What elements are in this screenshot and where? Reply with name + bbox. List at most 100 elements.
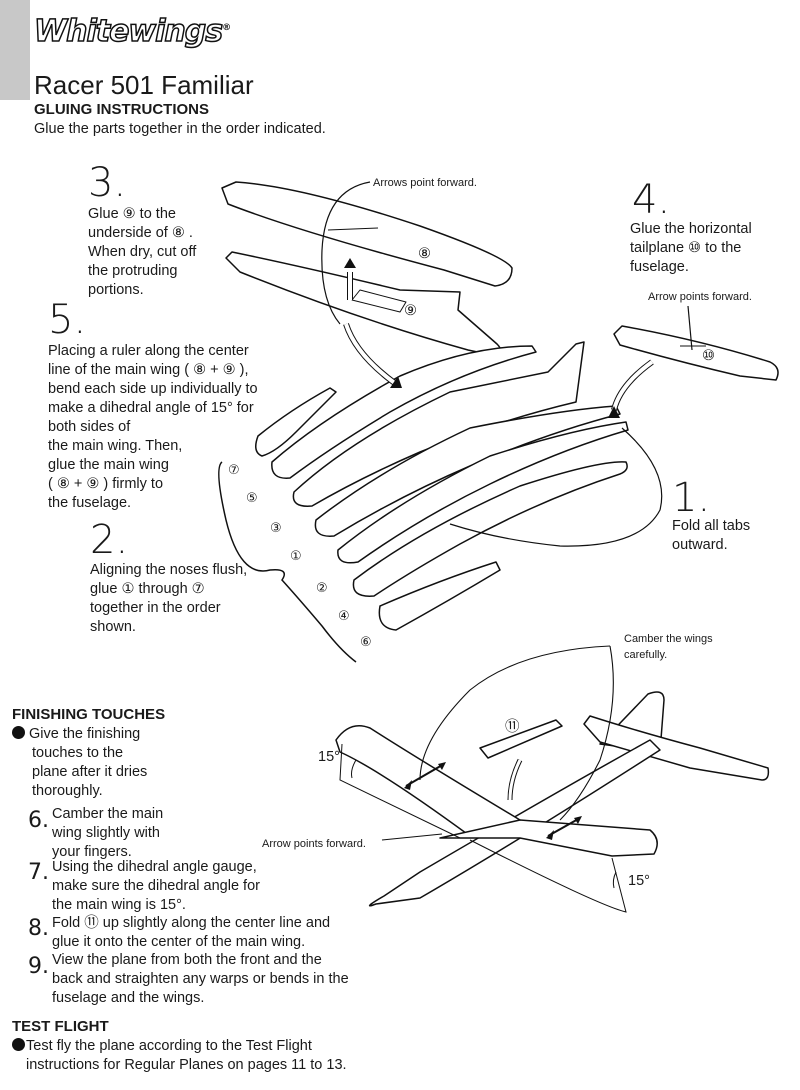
step-3-line: the protruding	[88, 263, 178, 279]
fold-tabs-leader	[449, 427, 663, 547]
layer-label: ①	[290, 548, 302, 563]
step-8-line: Fold ⑪ up slightly along the center line…	[52, 915, 331, 931]
layer-label: ⑤	[246, 490, 258, 505]
step-5-text: Placing a ruler along the center line of…	[48, 342, 258, 513]
layer-1	[314, 405, 621, 537]
step-4-number: 4.	[632, 177, 671, 223]
layer-label: ③	[270, 520, 282, 535]
step-5-line: glue the main wing	[48, 457, 169, 473]
step-8-text: Fold ⑪ up slightly along the center line…	[52, 914, 330, 952]
finishing-intro: Give the finishing touches to the plane …	[12, 725, 147, 801]
layer-label: ②	[316, 580, 328, 595]
arrows-forward-leader	[321, 181, 371, 325]
camber-arrow-left	[405, 763, 445, 787]
test-flight-line: Test fly the plane according to the Test…	[26, 1038, 312, 1054]
step-5-line: the fuselage.	[48, 495, 132, 511]
step-2-text: Aligning the noses flush, glue ① through…	[90, 561, 247, 637]
camber-label-2: carefully.	[624, 649, 668, 661]
step-8-number: 8.	[28, 916, 49, 941]
step-9-line: View the plane from both the front and t…	[52, 952, 322, 968]
step-5-line: the main wing. Then,	[48, 438, 183, 454]
gluing-instructions-heading: GLUING INSTRUCTIONS	[34, 101, 209, 118]
step-1-number: 1.	[672, 475, 711, 521]
part-9-label: ⑨	[404, 303, 417, 319]
step-6-line: wing slightly with	[52, 825, 160, 841]
angle-right-label: 15°	[628, 873, 650, 889]
step-7-line: make sure the dihedral angle for	[52, 878, 260, 894]
step-7-number: 7.	[28, 860, 49, 885]
test-flight-heading: TEST FLIGHT	[12, 1018, 109, 1035]
step-3-number: 3.	[88, 160, 127, 206]
step-2-line: together in the order	[90, 600, 221, 616]
step-3-line: When dry, cut off	[88, 244, 197, 260]
step-4-line: tailplane ⑩ to the	[630, 240, 742, 256]
angle-left-label: 15°	[318, 749, 340, 765]
finishing-intro-line: plane after it dries	[32, 764, 148, 780]
part-10-tailplane	[613, 325, 779, 381]
layer-label: ④	[338, 608, 350, 623]
step-3-line: underside of ⑧ .	[88, 225, 193, 241]
step-1-text: Fold all tabs outward.	[672, 517, 750, 555]
bullet-icon	[12, 1038, 25, 1051]
layer-5	[271, 345, 537, 479]
camber-label-1: Camber the wings	[624, 633, 713, 645]
layer-label: ⑦	[228, 462, 240, 477]
part-11-piece	[479, 719, 563, 759]
step-5-line: both sides of	[48, 419, 131, 435]
header-gray-strip	[0, 0, 30, 100]
arrows-forward-label: Arrows point forward.	[373, 177, 477, 189]
step-5-line: bend each side up individually to	[48, 381, 258, 397]
part-10-label: ⑩	[702, 348, 715, 364]
layer-4	[352, 461, 628, 597]
step-2-line: shown.	[90, 619, 136, 635]
gluing-intro-text: Glue the parts together in the order ind…	[34, 121, 326, 137]
arrow-forward-wing-leader	[381, 833, 443, 841]
brand-logo: Whitewings®	[33, 13, 231, 50]
step-1-line: outward.	[672, 537, 728, 553]
step-4-text: Glue the horizontal tailplane ⑩ to the f…	[630, 220, 752, 277]
step-5-line: make a dihedral angle of 15° for	[48, 400, 254, 416]
step-4-line: fuselage.	[630, 259, 689, 275]
layer-label: ⑥	[360, 634, 372, 649]
finishing-intro-line: Give the finishing	[29, 726, 141, 742]
bullet-icon	[12, 726, 25, 739]
step-3-line: portions.	[88, 282, 144, 298]
step-9-line: back and straighten any warps or bends i…	[52, 971, 349, 987]
step-3-line: Glue ⑨ to the	[88, 206, 176, 222]
wing-drop-arrow	[343, 323, 398, 387]
step-1-line: Fold all tabs	[672, 518, 751, 534]
step-2-line: glue ① through ⑦	[90, 581, 205, 597]
arrow-forward-tail-leader	[687, 305, 693, 351]
step-6-line: Camber the main	[52, 806, 164, 822]
finishing-intro-line: touches to the	[32, 745, 124, 761]
step-6-number: 6.	[28, 808, 49, 833]
step-9-number: 9.	[28, 954, 49, 979]
step-2-line: Aligning the noses flush,	[90, 562, 248, 578]
finishing-touches-heading: FINISHING TOUCHES	[12, 706, 166, 723]
step-3-text: Glue ⑨ to the underside of ⑧ . When dry,…	[88, 205, 196, 300]
step-7-line: the main wing is 15°.	[52, 897, 186, 913]
step-5-number: 5.	[48, 297, 87, 343]
step-7-line: Using the dihedral angle gauge,	[52, 859, 257, 875]
finishing-intro-line: thoroughly.	[32, 783, 103, 799]
step-9-line: fuselage and the wings.	[52, 990, 205, 1006]
part-11-label: ⑪	[505, 719, 520, 735]
step-4-line: Glue the horizontal	[630, 221, 752, 237]
main-wing-left	[335, 725, 521, 837]
camber-leader-1	[419, 645, 611, 781]
angle-ref-left	[339, 743, 461, 839]
step-9-text: View the plane from both the front and t…	[52, 951, 349, 1008]
step-5-line: Placing a ruler along the center	[48, 343, 249, 359]
angle-ref-right	[469, 839, 627, 913]
part-8-wing	[221, 181, 513, 287]
step-7-text: Using the dihedral angle gauge, make sur…	[52, 858, 260, 915]
step-5-line: ( ⑧ + ⑨ ) firmly to	[48, 476, 164, 492]
step-8-line: glue it onto the center of the main wing…	[52, 934, 306, 950]
step-2-number: 2.	[90, 517, 129, 563]
camber-leader-2	[559, 645, 614, 821]
layer-6	[378, 561, 501, 631]
test-flight-line: instructions for Regular Planes on pages…	[26, 1057, 347, 1073]
layer-bracket	[218, 461, 357, 663]
step-6-text: Camber the main wing slightly with your …	[52, 805, 163, 862]
